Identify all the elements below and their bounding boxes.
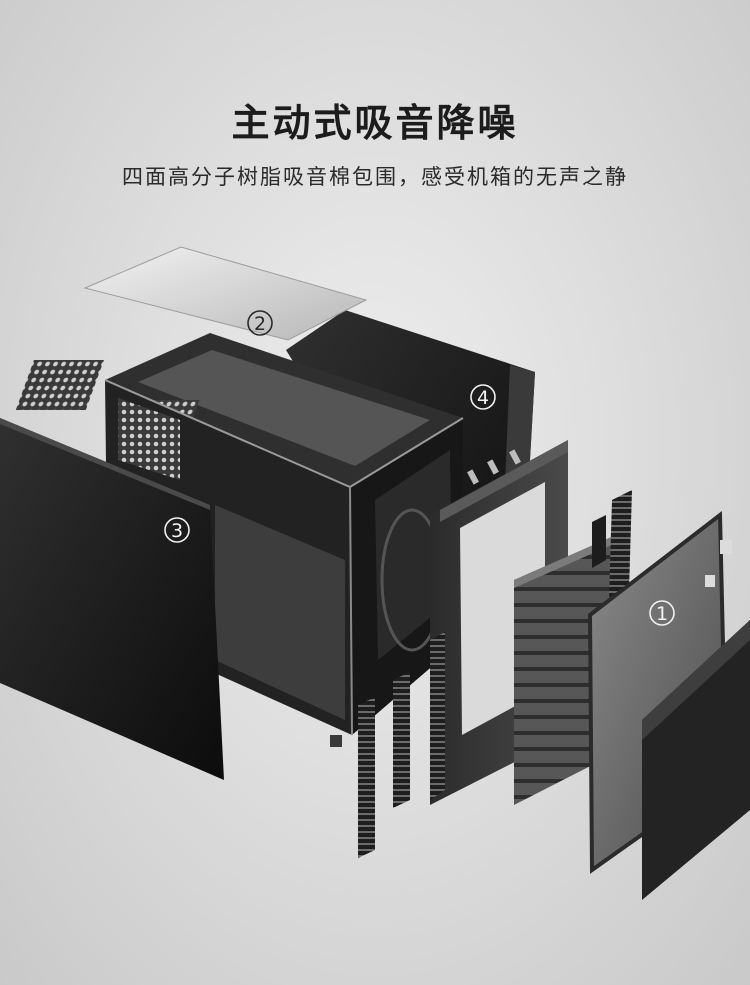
- marker-right-side-panel: 1: [649, 600, 675, 626]
- subheadline: 四面高分子树脂吸音棉包围，感受机箱的无声之静: [122, 165, 628, 189]
- marker-top-panel: 2: [247, 310, 273, 336]
- headline: 主动式吸音降噪: [231, 101, 519, 145]
- marker-rear-panel: 4: [470, 384, 496, 410]
- marker-left-side-panel: 3: [164, 517, 190, 543]
- left-side-panel: [0, 418, 224, 780]
- marker-label-2: 2: [254, 313, 266, 335]
- marker-label-3: 3: [171, 520, 183, 542]
- top-panel: [83, 246, 368, 341]
- marker-label-1: 1: [656, 603, 668, 625]
- front-vent-strip-left: [358, 672, 410, 858]
- right-side-panel: [587, 511, 750, 900]
- marker-label-4: 4: [477, 387, 489, 409]
